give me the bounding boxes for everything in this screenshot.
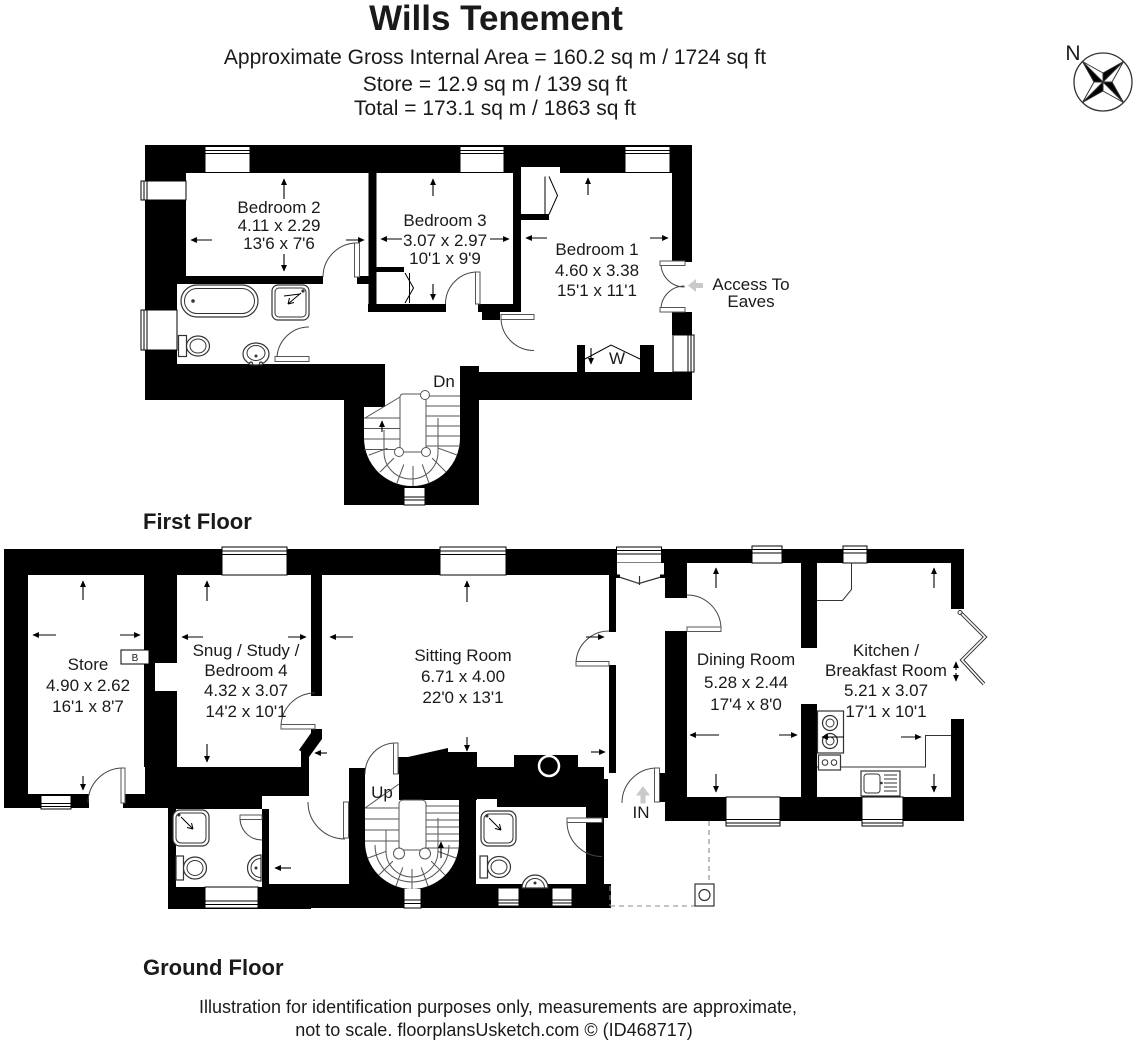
svg-text:Access To: Access To	[712, 275, 789, 294]
svg-text:Up: Up	[371, 783, 393, 802]
svg-text:4.32 x 3.07: 4.32 x 3.07	[204, 681, 288, 700]
svg-text:Dining Room: Dining Room	[697, 650, 795, 669]
svg-text:Snug / Study /: Snug / Study /	[193, 641, 300, 660]
svg-text:Wills Tenement: Wills Tenement	[369, 0, 623, 38]
svg-text:16'1 x 8'7: 16'1 x 8'7	[52, 697, 124, 716]
svg-text:N: N	[1065, 42, 1080, 65]
svg-text:5.28 x 2.44: 5.28 x 2.44	[704, 673, 788, 692]
svg-text:4.90 x 2.62: 4.90 x 2.62	[46, 676, 130, 695]
svg-text:17'4 x 8'0: 17'4 x 8'0	[710, 695, 782, 714]
svg-text:17'1 x 10'1: 17'1 x 10'1	[845, 702, 926, 721]
svg-text:Breakfast Room: Breakfast Room	[825, 661, 947, 680]
svg-text:Bedroom 4: Bedroom 4	[204, 661, 287, 680]
svg-text:Illustration for identificatio: Illustration for identification purposes…	[199, 997, 797, 1017]
svg-text:22'0 x 13'1: 22'0 x 13'1	[422, 688, 503, 707]
svg-text:Bedroom 3: Bedroom 3	[403, 211, 486, 230]
svg-text:First Floor: First Floor	[143, 509, 252, 534]
svg-text:Sitting Room: Sitting Room	[414, 646, 511, 665]
svg-text:3.07 x 2.97: 3.07 x 2.97	[403, 231, 487, 250]
svg-text:5.21 x 3.07: 5.21 x 3.07	[844, 681, 928, 700]
svg-text:Store: Store	[68, 655, 109, 674]
svg-text:6.71 x 4.00: 6.71 x 4.00	[421, 667, 505, 686]
svg-text:Dn: Dn	[433, 372, 455, 391]
svg-text:15'1 x 11'1: 15'1 x 11'1	[557, 281, 637, 300]
svg-text:Bedroom 2: Bedroom 2	[237, 198, 320, 217]
svg-text:Ground Floor: Ground Floor	[143, 955, 284, 980]
svg-text:Kitchen /: Kitchen /	[853, 641, 919, 660]
svg-text:Bedroom 1: Bedroom 1	[555, 240, 638, 259]
svg-text:not to scale. floorplansUsketc: not to scale. floorplansUsketch.com © (I…	[295, 1020, 692, 1040]
svg-text:Eaves: Eaves	[727, 292, 774, 311]
svg-text:Store = 12.9 sq m / 139 sq ft: Store = 12.9 sq m / 139 sq ft	[363, 73, 628, 96]
svg-text:10'1 x 9'9: 10'1 x 9'9	[409, 249, 481, 268]
svg-text:13'6 x 7'6: 13'6 x 7'6	[243, 234, 315, 253]
svg-text:Approximate Gross Internal Are: Approximate Gross Internal Area = 160.2 …	[224, 46, 766, 69]
svg-text:IN: IN	[633, 803, 650, 822]
svg-text:4.11 x 2.29: 4.11 x 2.29	[238, 216, 321, 235]
svg-text:W: W	[609, 349, 625, 368]
svg-text:B: B	[132, 653, 139, 664]
svg-text:4.60 x 3.38: 4.60 x 3.38	[555, 261, 639, 280]
svg-text:14'2 x 10'1: 14'2 x 10'1	[205, 702, 286, 721]
svg-text:Total = 173.1 sq m / 1863 sq f: Total = 173.1 sq m / 1863 sq ft	[354, 97, 636, 120]
